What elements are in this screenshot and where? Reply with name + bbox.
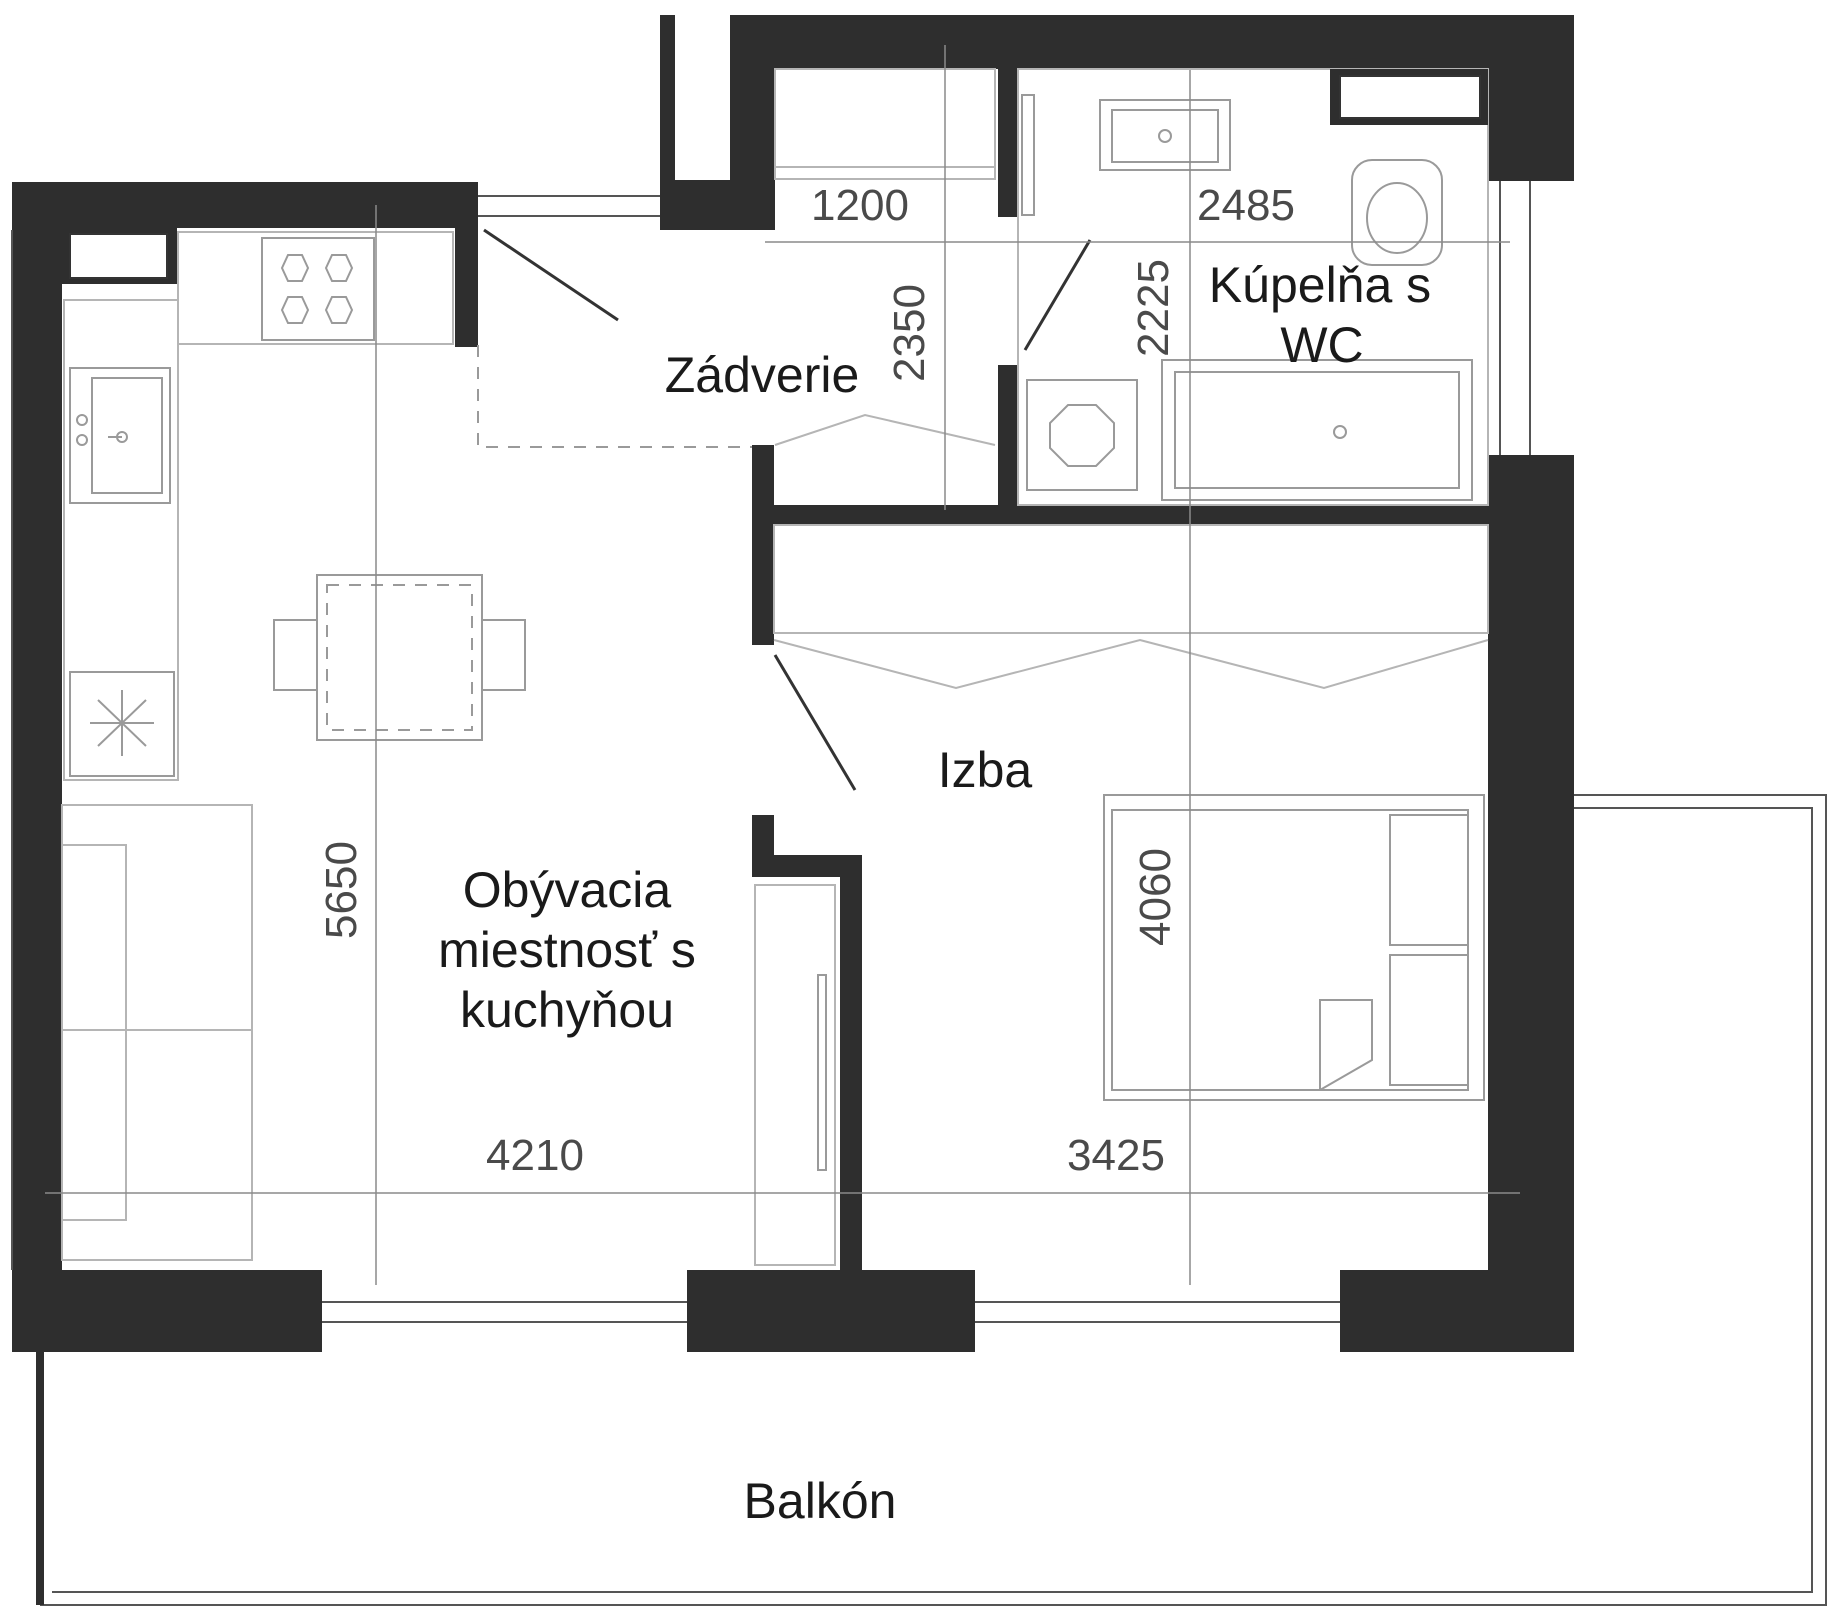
bathroom-fixtures	[1017, 68, 1489, 506]
room-label-living-line3: kuchyňou	[460, 982, 674, 1038]
dim-label-room-width: 3425	[1067, 1131, 1165, 1180]
dim-label-entry-width: 1200	[811, 181, 909, 230]
room-label-living-line1: Obývacia	[463, 862, 672, 918]
dimension-lines	[45, 45, 1520, 1285]
dim-label-room-depth: 4060	[1131, 848, 1180, 946]
dim-label-bath-depth: 2225	[1129, 259, 1178, 357]
entry-details	[477, 68, 996, 448]
kitchen-furniture	[62, 228, 454, 781]
sofa	[61, 804, 836, 1266]
windows	[11, 181, 1531, 1323]
dim-label-living-width: 4210	[486, 1131, 584, 1180]
dining-table	[273, 574, 526, 741]
room-label-room: Izba	[938, 742, 1033, 798]
walls	[12, 15, 1574, 1352]
room-label-entry: Zádverie	[665, 347, 860, 403]
room-label-living-line2: miestnosť s	[438, 922, 696, 978]
dim-label-bath-width: 2485	[1197, 181, 1295, 230]
room-label-bathroom-line1: Kúpelňa s	[1209, 257, 1431, 313]
room-label-balcony: Balkón	[744, 1473, 897, 1529]
room-label-bathroom-line2: WC	[1280, 317, 1363, 373]
dim-label-living-depth: 5650	[317, 841, 366, 939]
balcony	[36, 794, 1827, 1606]
bedroom-furniture	[773, 524, 1489, 1101]
dim-label-entry-depth: 2350	[885, 284, 934, 382]
